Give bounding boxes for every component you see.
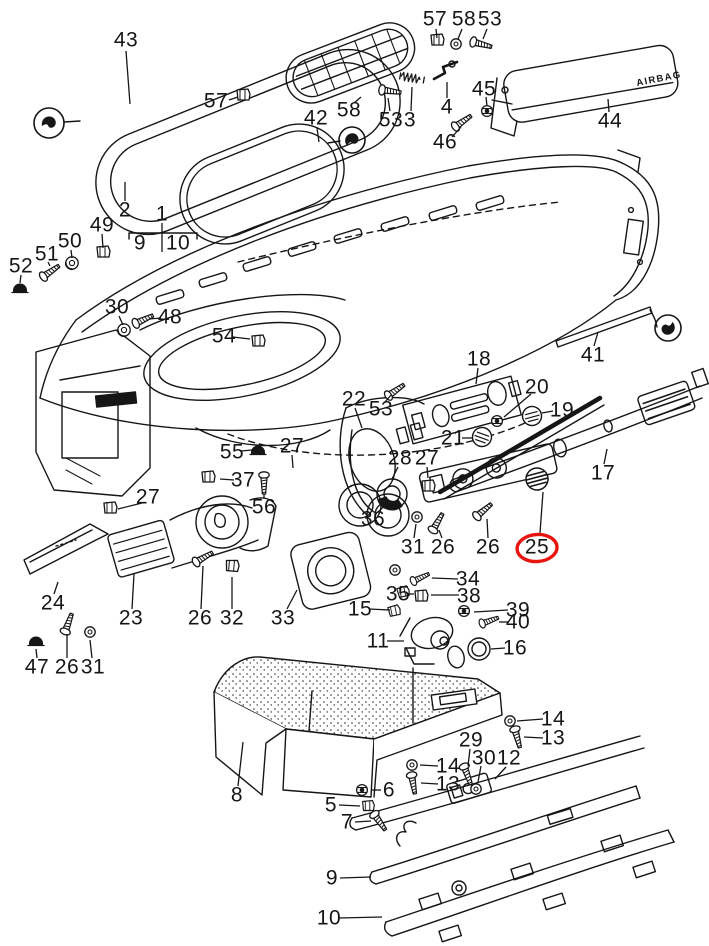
leader-line <box>339 876 372 879</box>
trim-strip-41 <box>555 306 658 348</box>
leader-line <box>477 765 482 783</box>
highlight-ring <box>515 532 559 564</box>
lever-icon <box>432 60 459 81</box>
leader-line <box>485 96 488 107</box>
clip-cap-symbol-mid-icon <box>338 126 366 154</box>
leader-line <box>131 573 135 610</box>
leader-line <box>516 718 544 722</box>
airbag-cover <box>490 44 679 137</box>
leader-line <box>125 50 131 105</box>
leader-line <box>200 565 204 610</box>
leader-line <box>47 261 51 267</box>
leader-line <box>240 449 253 452</box>
lower-trim-24 <box>23 523 109 575</box>
leader-line <box>354 407 363 429</box>
leader-line <box>541 410 554 414</box>
side-vent-assembly <box>55 495 277 578</box>
leader-line <box>413 523 417 539</box>
leader-line <box>353 96 362 104</box>
leader-line <box>419 764 439 767</box>
glovebox-lid-strip <box>369 785 641 885</box>
symbol-stems <box>63 120 341 144</box>
leader-line <box>435 28 438 39</box>
leader-line <box>219 478 235 481</box>
leader-line <box>228 96 239 101</box>
switch-carrier <box>418 395 605 503</box>
leader-line <box>420 782 439 785</box>
mounting-rail <box>383 829 675 943</box>
leader-line <box>607 98 610 113</box>
leader-line <box>426 466 429 479</box>
latch-strip <box>349 735 645 847</box>
leader-line <box>338 916 383 919</box>
leader-line <box>35 648 38 659</box>
leader-line <box>291 454 294 469</box>
clip-cap-symbol-left-icon <box>33 107 65 139</box>
leader-line <box>354 820 372 823</box>
leader-line <box>117 502 143 510</box>
heater-control-panel <box>402 375 522 445</box>
dashboard-body <box>35 149 660 497</box>
clip-cap-symbol-right-icon <box>654 314 682 342</box>
leader-line <box>473 609 509 613</box>
leader-line <box>523 736 544 739</box>
leader-line <box>603 448 608 465</box>
leader-line <box>467 748 471 767</box>
leader-line <box>377 502 389 513</box>
lever-washer-icon <box>448 60 456 68</box>
leader-line <box>338 804 361 807</box>
leader-line <box>410 86 413 112</box>
leader-line <box>490 647 506 650</box>
trim-strip-17 <box>449 367 709 493</box>
airbag-hinge-bracket <box>490 77 518 137</box>
lock-ring <box>467 637 491 661</box>
leader-line <box>232 336 251 340</box>
leader-line <box>503 393 532 418</box>
assembly-bracket <box>128 232 198 240</box>
leader-line <box>431 577 459 580</box>
leader-line <box>286 589 298 610</box>
hardware-icons <box>11 33 552 834</box>
leader-line <box>451 126 462 138</box>
leader-line <box>368 608 391 611</box>
leader-line <box>387 97 391 112</box>
carpet-mat <box>213 656 503 798</box>
leader-line <box>19 274 22 284</box>
leader-line <box>539 491 544 534</box>
leader-line <box>89 639 93 659</box>
leader-line <box>494 766 507 780</box>
leader-line <box>316 127 320 143</box>
dash-top-vent-slots <box>155 195 505 305</box>
leader-line <box>438 529 443 539</box>
leader-line <box>384 394 392 403</box>
leader-line <box>486 518 489 539</box>
leader-line <box>475 367 479 385</box>
leader-line <box>101 233 104 249</box>
leader-line <box>457 28 463 40</box>
leader-line <box>391 466 399 480</box>
defroster-grille <box>285 22 416 104</box>
leader-line <box>148 317 162 320</box>
speaker-housing <box>290 531 372 610</box>
leader-line <box>53 581 59 595</box>
leader-line <box>118 315 124 326</box>
leader-line <box>70 249 73 259</box>
leader-line <box>482 28 488 40</box>
leader-line <box>237 741 244 787</box>
leader-line <box>593 331 599 347</box>
